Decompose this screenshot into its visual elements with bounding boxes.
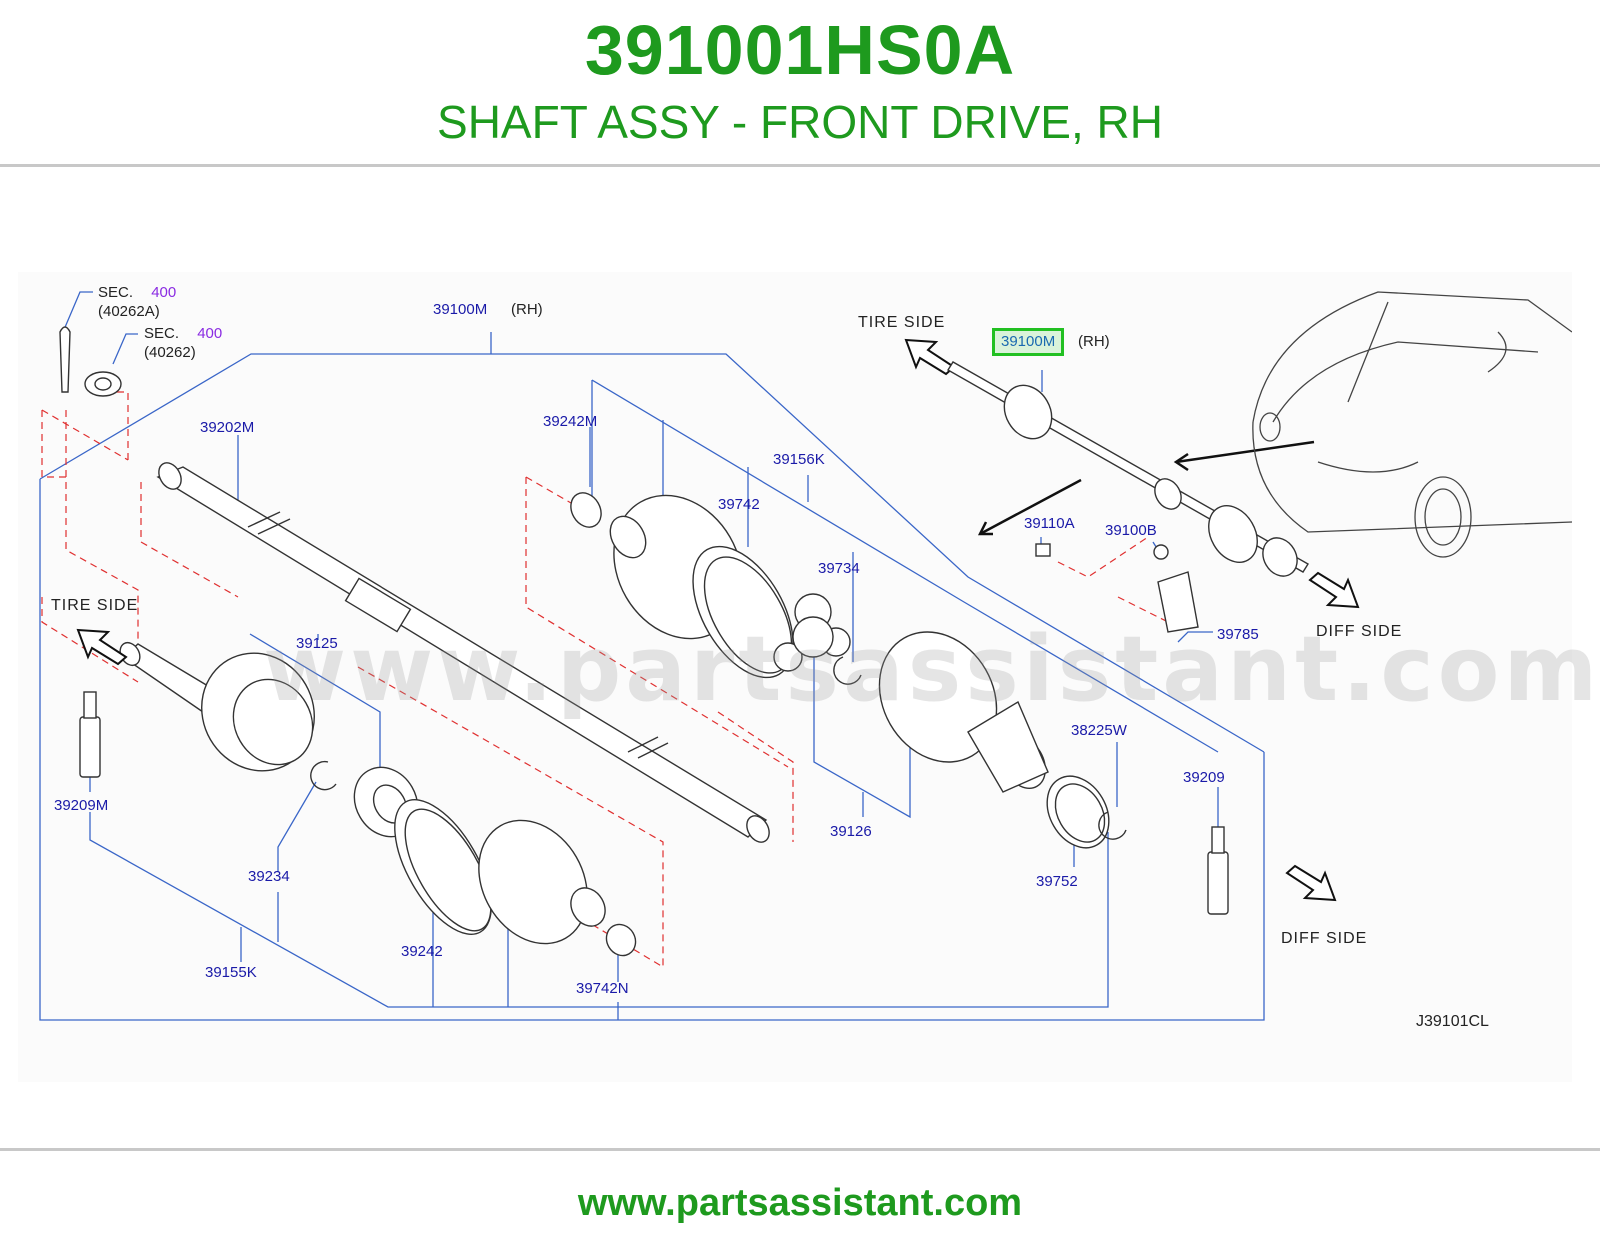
callout-39100M-inset: 39100M: [1001, 333, 1056, 350]
callout-39155K[interactable]: 39155K: [205, 964, 257, 981]
inner-boot: [570, 492, 794, 679]
diagram-drawing: [39, 291, 1572, 1021]
callout-39156K[interactable]: 39156K: [773, 451, 825, 468]
leader-lines: [39, 291, 1265, 1021]
callout-39100M-inset-side: (RH): [1078, 333, 1110, 350]
direction-arrows: [76, 338, 1360, 902]
sec-ref-1: (40262A): [98, 303, 160, 320]
diff-side-label-main: DIFF SIDE: [1281, 930, 1368, 947]
outer-joint: [119, 641, 419, 838]
diff-side-label-inset: DIFF SIDE: [1316, 623, 1403, 640]
sec-prefix: SEC.: [144, 325, 180, 342]
callout-39209[interactable]: 39209: [1183, 769, 1225, 786]
part-name-subtitle: SHAFT ASSY - FRONT DRIVE, RH: [437, 96, 1163, 148]
callout-39742N[interactable]: 39742N: [576, 980, 629, 997]
outer-boot: [394, 799, 637, 957]
tire-side-label-main: TIRE SIDE: [51, 597, 139, 614]
cotter-pin-and-nut: [59, 326, 122, 397]
plugs: [79, 691, 1229, 915]
callout-39752[interactable]: 39752: [1036, 873, 1078, 890]
sec-number-link[interactable]: 400: [197, 325, 223, 342]
inset-pointer-arrows: [977, 440, 1315, 536]
diagram-code: J39101CL: [1416, 1013, 1489, 1030]
intermediate-shaft: [156, 462, 770, 843]
sec-ref-2: (40262): [144, 344, 196, 361]
sec-callout-1[interactable]: SEC. 400: [98, 284, 176, 301]
callout-39110A[interactable]: 39110A: [1024, 515, 1075, 532]
tripod-joint: [773, 593, 862, 685]
vehicle-outline: [1252, 291, 1572, 558]
callout-39785[interactable]: 39785: [1217, 626, 1259, 643]
callout-39126[interactable]: 39126: [830, 823, 872, 840]
footer-website-link[interactable]: www.partsassistant.com: [577, 1182, 1023, 1224]
page-header: 391001HS0A SHAFT ASSY - FRONT DRIVE, RH: [0, 0, 1600, 170]
callout-39202M[interactable]: 39202M: [200, 419, 255, 436]
sec-number-link[interactable]: 400: [151, 284, 177, 301]
dashed-group-lines: [41, 391, 1169, 969]
callout-39209M[interactable]: 39209M: [54, 797, 109, 814]
callout-39742[interactable]: 39742: [718, 496, 760, 513]
footer-divider: [0, 1148, 1600, 1151]
part-number-title: 391001HS0A: [584, 11, 1016, 89]
sec-prefix: SEC.: [98, 284, 134, 301]
callout-39125[interactable]: 39125: [296, 635, 338, 652]
inset-shaft-assembly: [947, 361, 1309, 633]
callout-39242M[interactable]: 39242M: [543, 413, 598, 430]
callout-39234[interactable]: 39234: [248, 868, 290, 885]
watermark-text: www.partsassistant.com: [263, 617, 1600, 722]
exploded-parts-diagram: www.partsassistant.com SEC. 400 (40262A)…: [18, 272, 1597, 1082]
callout-39100B[interactable]: 39100B: [1105, 522, 1157, 539]
header-divider: [0, 164, 1600, 167]
callout-39100M-main-side: (RH): [511, 301, 543, 318]
callout-38225W[interactable]: 38225W: [1071, 722, 1127, 739]
callout-39100M-main[interactable]: 39100M: [433, 301, 488, 318]
callout-39242[interactable]: 39242: [401, 943, 443, 960]
inner-joint-housing: [878, 631, 1127, 849]
tire-side-label-inset: TIRE SIDE: [858, 314, 946, 331]
sec-callout-2[interactable]: SEC. 400: [144, 325, 222, 342]
highlighted-part-39100M[interactable]: 39100M: [992, 328, 1065, 356]
callout-39734[interactable]: 39734: [818, 560, 860, 577]
